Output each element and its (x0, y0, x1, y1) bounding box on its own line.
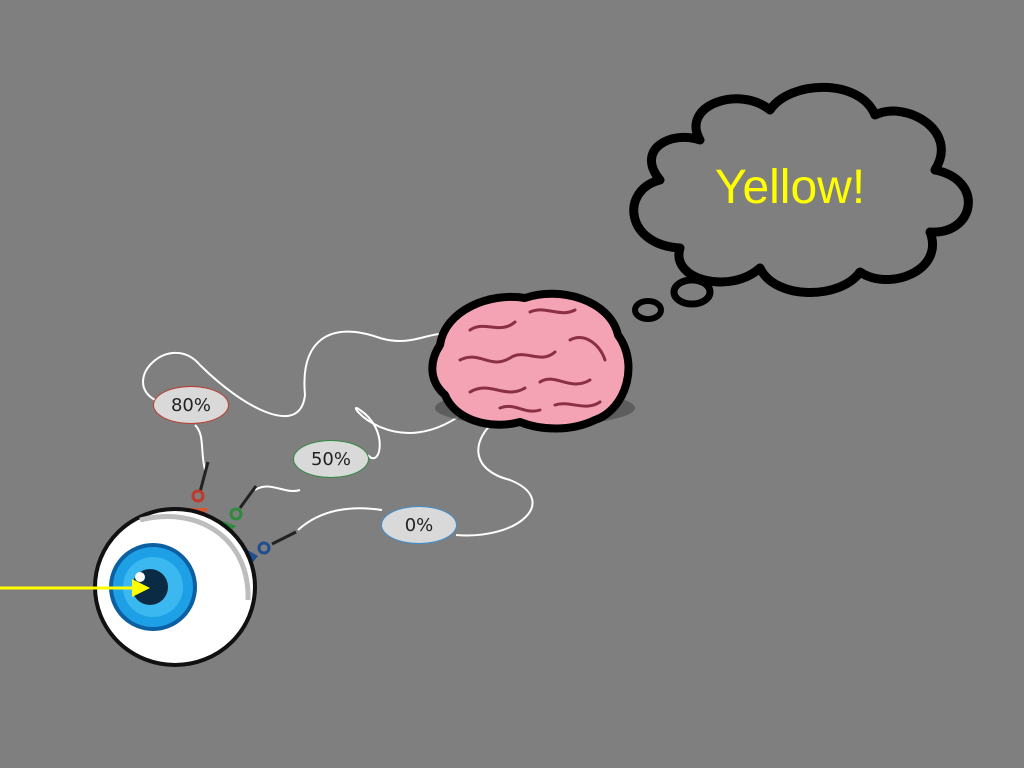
brain-icon (428, 289, 635, 433)
wire-0 (297, 417, 534, 537)
light-ray-arrow (0, 579, 150, 597)
thought-text: Yellow! (714, 161, 866, 214)
nerve-wires (142, 330, 534, 537)
wire-80 (142, 330, 461, 471)
signal-label-80: 80% (153, 386, 229, 424)
signal-label-0: 0% (381, 506, 457, 544)
wire-50 (254, 407, 471, 493)
signal-label-50: 50% (293, 440, 369, 478)
signal-label-50-text: 50% (310, 448, 351, 470)
signal-label-80-text: 80% (170, 394, 211, 416)
signal-label-0-text: 0% (404, 514, 434, 536)
thought-cloud-icon (629, 82, 973, 322)
